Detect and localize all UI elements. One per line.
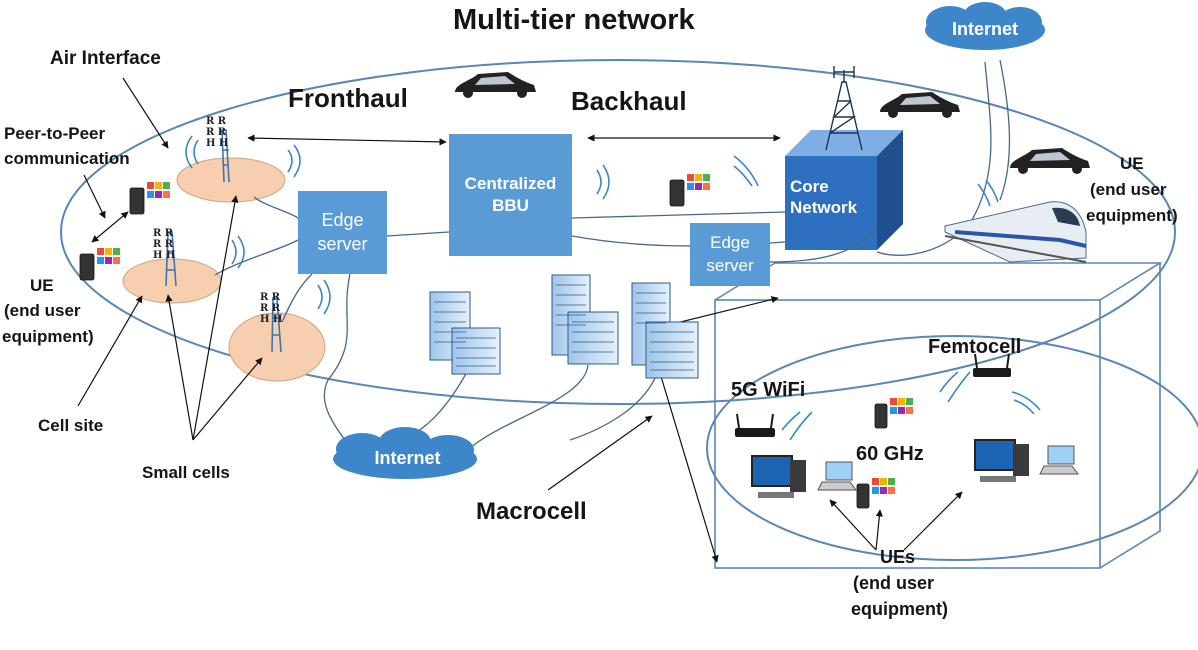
- internet-top-label: Internet: [951, 19, 1018, 39]
- edge2-label-line2: server: [706, 255, 754, 275]
- cell-site-disk-3: [228, 312, 326, 382]
- core-label-line2: Network: [790, 198, 858, 218]
- ues-label-line1: UEs: [880, 547, 916, 567]
- ue-right-label-line1: UE: [1120, 154, 1144, 173]
- macrocell-boundary: [60, 59, 1176, 405]
- building-icon: [429, 274, 699, 379]
- ue-right-label-line3: equipment): [1086, 206, 1178, 225]
- diagram-title: Multi-tier network: [453, 4, 695, 36]
- rrh-label-2: R R R R H H: [153, 228, 176, 261]
- bbu-label-line2: BBU: [492, 196, 529, 215]
- femtocell-box: [714, 262, 1163, 569]
- edge1-label-line1: Edge: [321, 210, 364, 231]
- bbu-label-line1: Centralized: [464, 173, 557, 193]
- wireless-signal-icon: [185, 135, 1041, 441]
- ue-left-label-line1: UE: [30, 276, 54, 295]
- edge2-label-line1: Edge: [710, 233, 750, 253]
- core-label-line1: Core: [790, 177, 829, 196]
- ue-left-label-line2: (end user: [4, 301, 81, 320]
- ue-right-label-line2: (end user: [1090, 180, 1167, 199]
- computer-icon: [751, 439, 1079, 498]
- macrocell-label: Macrocell: [476, 498, 587, 525]
- app-icons: [97, 174, 913, 494]
- router-icon: [735, 353, 1011, 437]
- femtocell-ellipse: [706, 335, 1198, 561]
- wifi-5g-label: 5G WiFi: [731, 379, 806, 401]
- cell-site-label: Cell site: [38, 416, 104, 435]
- backhaul-label: Backhaul: [571, 86, 687, 116]
- ghz60-label: 60 GHz: [856, 443, 924, 465]
- ue-left-label-line3: equipment): [2, 327, 94, 346]
- femtocell-label: Femtocell: [928, 336, 1022, 358]
- internet-bottom-label: Internet: [374, 448, 441, 468]
- train-icon: [944, 201, 1087, 263]
- phone-icon: [79, 179, 888, 509]
- tower-icon: [165, 129, 282, 353]
- internet-cloud-top: [925, 2, 1045, 50]
- ues-label-line2: (end user: [853, 573, 935, 593]
- edge1-label-line2: server: [317, 233, 368, 254]
- rrh-label-3: R R R R H H: [260, 292, 283, 325]
- small-cells-label: Small cells: [142, 463, 230, 482]
- internet-cloud-bottom: [333, 427, 477, 479]
- core-tower-icon: [825, 66, 863, 151]
- ues-label-line3: equipment): [851, 599, 948, 619]
- rrh-label-1: R R R R H H: [206, 116, 229, 149]
- cell-site-disk-2: [122, 258, 222, 304]
- arrows: [77, 77, 963, 563]
- core-network-cube: [785, 130, 903, 250]
- p2p-label-line1: Peer-to-Peer: [4, 124, 106, 143]
- p2p-label-line2: communication: [4, 149, 130, 168]
- fronthaul-label: Fronthaul: [288, 83, 408, 113]
- cell-site-disk-1: [176, 157, 286, 203]
- air-interface-label: Air Interface: [50, 48, 161, 69]
